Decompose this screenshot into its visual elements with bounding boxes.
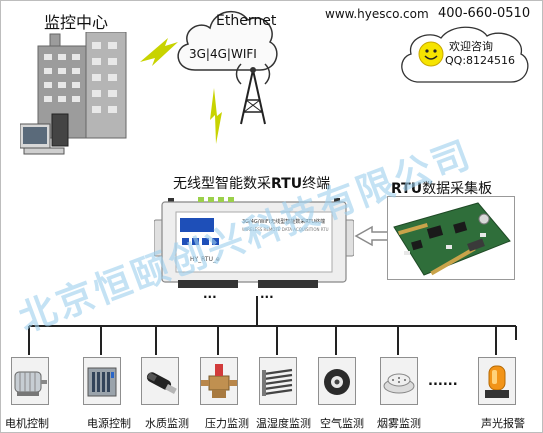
website-text: www.hyesco.com xyxy=(325,7,429,21)
air-sensor-icon xyxy=(324,369,350,395)
monitoring-center-label: 监控中心 xyxy=(44,13,109,32)
device-label-alarm: 声光报警 xyxy=(481,417,525,430)
lightning-bolt-left xyxy=(140,38,178,66)
lightning-bolt-right xyxy=(210,88,222,144)
device-temp-humidity xyxy=(259,357,297,405)
rtu-title-bold: RTU xyxy=(271,176,303,192)
device-water-quality xyxy=(141,357,179,405)
cloud-icon xyxy=(177,10,278,71)
contact-greeting: 欢迎咨询 xyxy=(449,40,493,53)
bus-ellipsis: ...... xyxy=(428,374,458,389)
rtu-ellipsis-right: ... xyxy=(260,287,274,301)
contact-qq: QQ:8124516 xyxy=(445,54,516,67)
antenna-tower-icon xyxy=(235,63,271,125)
rtu-panel-text: 3G/4G/WIFI无线型智能数采RTU终端 xyxy=(242,219,326,225)
phone-text: 400-660-0510 xyxy=(438,6,531,21)
device-alarm xyxy=(478,357,516,405)
device-label-smoke: 烟雾监测 xyxy=(377,417,421,430)
device-air-quality xyxy=(318,357,356,405)
cloud-subtitle: 3G|4G|WIFI xyxy=(189,47,257,61)
alarm-light-icon xyxy=(485,365,509,398)
rtu-board-photo xyxy=(387,196,515,280)
device-label-power: 电源控制 xyxy=(87,417,131,430)
rtu-title-prefix: 无线型智能数采 xyxy=(173,176,271,192)
building-icon xyxy=(20,32,127,155)
device-power-supply xyxy=(83,357,121,405)
contact-cloud xyxy=(401,26,529,83)
device-label-motor: 电机控制 xyxy=(5,417,49,430)
smoke-detector-icon xyxy=(383,373,415,394)
device-label-pressure: 压力监测 xyxy=(205,417,249,430)
board-title-bold: RTU xyxy=(391,181,423,197)
rtu-title: 无线型智能数采RTU终端 xyxy=(173,173,330,193)
rtu-model: HY_RTU_e xyxy=(190,256,220,263)
rtu-enclosure xyxy=(154,197,354,288)
heater-coil-icon xyxy=(262,368,293,396)
cloud-title: Ethernet xyxy=(216,13,277,29)
device-pressure xyxy=(200,357,238,405)
smiley-icon xyxy=(418,41,444,67)
rtu-ellipsis-left: ... xyxy=(203,287,217,301)
rtu-title-suffix: 终端 xyxy=(302,176,331,192)
water-probe-icon xyxy=(146,372,177,394)
device-label-temp: 温湿度监测 xyxy=(256,417,311,430)
power-supply-icon xyxy=(87,367,117,397)
rtu-panel-subtext: WIRELESS REMOTE DATA ACQUISITION RTU xyxy=(242,227,329,232)
rtu-terminal: 3G/4G/WIFI无线型智能数采RTU终端 WIRELESS REMOTE D… xyxy=(154,194,354,290)
circuit-board-icon xyxy=(393,202,511,276)
board-title: RTU数据采集板 xyxy=(391,178,492,198)
arrow-board-to-rtu xyxy=(354,225,391,247)
device-smoke xyxy=(380,357,418,405)
device-label-water: 水质监测 xyxy=(145,417,189,430)
board-title-rest: 数据采集板 xyxy=(422,181,493,197)
device-label-air: 空气监测 xyxy=(320,417,364,430)
motor-icon xyxy=(14,371,47,396)
pressure-valve-icon xyxy=(201,364,237,398)
device-motor xyxy=(11,357,49,405)
